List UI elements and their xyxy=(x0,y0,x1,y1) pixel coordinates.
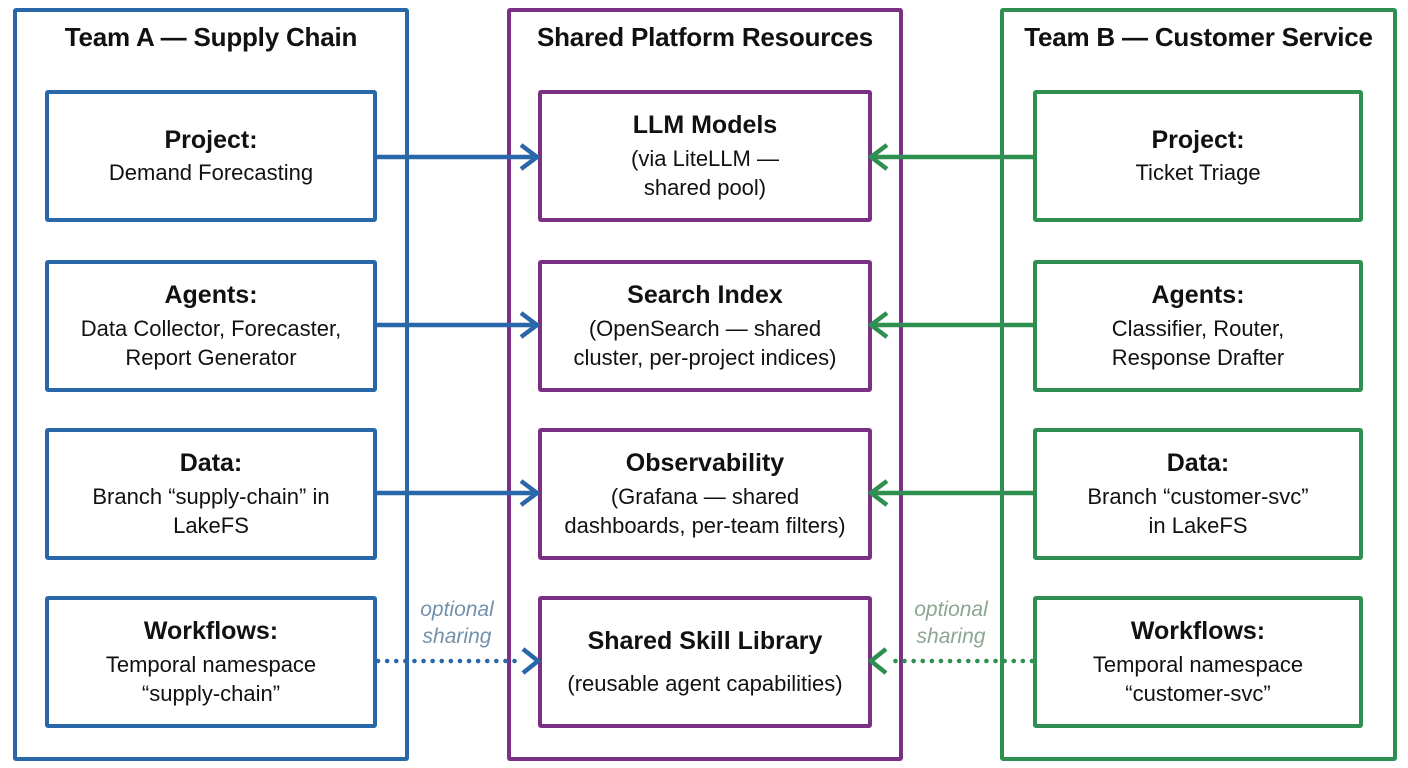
column-title-team-b: Team B — Customer Service xyxy=(1024,22,1373,52)
box-team-b-workflows: Workflows: Temporal namespace “customer-… xyxy=(1033,596,1363,728)
label-optional-sharing-right: optional sharing xyxy=(914,598,988,648)
box-body: (via LiteLLM — shared pool) xyxy=(631,145,779,200)
box-team-a-project: Project: Demand Forecasting xyxy=(45,90,377,222)
box-body: Classifier, Router, Response Drafter xyxy=(1111,315,1285,370)
box-title: Workflows: xyxy=(143,617,279,646)
box-shared-observability: Observability (Grafana — shared dashboar… xyxy=(538,428,872,560)
box-team-b-project: Project: Ticket Triage xyxy=(1033,90,1363,222)
box-title: Agents: xyxy=(164,281,258,310)
box-title: Project: xyxy=(164,125,258,154)
box-team-b-data: Data: Branch “customer-svc” in LakeFS xyxy=(1033,428,1363,560)
box-team-a-data: Data: Branch “supply-chain” in LakeFS xyxy=(45,428,377,560)
column-team-a: Team A — Supply Chain Project: Demand Fo… xyxy=(13,8,409,761)
box-body: Temporal namespace “supply-chain” xyxy=(105,651,317,706)
box-body: (reusable agent capabilities) xyxy=(567,671,843,697)
box-body: Branch “supply-chain” in LakeFS xyxy=(92,483,330,538)
column-team-b: Team B — Customer Service Project: Ticke… xyxy=(1000,8,1397,761)
box-team-b-agents: Agents: Classifier, Router, Response Dra… xyxy=(1033,260,1363,392)
box-body: Demand Forecasting xyxy=(108,160,314,186)
box-shared-skill-library: Shared Skill Library (reusable agent cap… xyxy=(538,596,872,728)
box-body: Data Collector, Forecaster, Report Gener… xyxy=(80,315,342,370)
box-title: Agents: xyxy=(1151,281,1245,310)
box-shared-search-index: Search Index (OpenSearch — shared cluste… xyxy=(538,260,872,392)
box-shared-llm-models: LLM Models (via LiteLLM — shared pool) xyxy=(538,90,872,222)
box-body: Temporal namespace “customer-svc” xyxy=(1092,651,1304,706)
box-title: LLM Models xyxy=(632,111,778,140)
column-shared-platform: Shared Platform Resources LLM Models (vi… xyxy=(507,8,903,761)
box-title: Shared Skill Library xyxy=(587,626,823,655)
box-title: Project: xyxy=(1151,125,1245,154)
box-body: Branch “customer-svc” in LakeFS xyxy=(1087,483,1309,538)
box-body: (Grafana — shared dashboards, per-team f… xyxy=(564,483,846,538)
column-title-shared-platform: Shared Platform Resources xyxy=(536,22,873,52)
box-title: Observability xyxy=(625,449,785,478)
column-title-team-a: Team A — Supply Chain xyxy=(64,22,358,52)
box-team-a-workflows: Workflows: Temporal namespace “supply-ch… xyxy=(45,596,377,728)
box-body: (OpenSearch — shared cluster, per-projec… xyxy=(573,315,837,370)
box-title: Search Index xyxy=(627,281,783,310)
label-optional-sharing-left: optional sharing xyxy=(420,598,494,648)
box-team-a-agents: Agents: Data Collector, Forecaster, Repo… xyxy=(45,260,377,392)
box-title: Data: xyxy=(179,449,243,478)
box-title: Data: xyxy=(1166,449,1230,478)
box-title: Workflows: xyxy=(1130,617,1266,646)
box-body: Ticket Triage xyxy=(1135,160,1261,186)
